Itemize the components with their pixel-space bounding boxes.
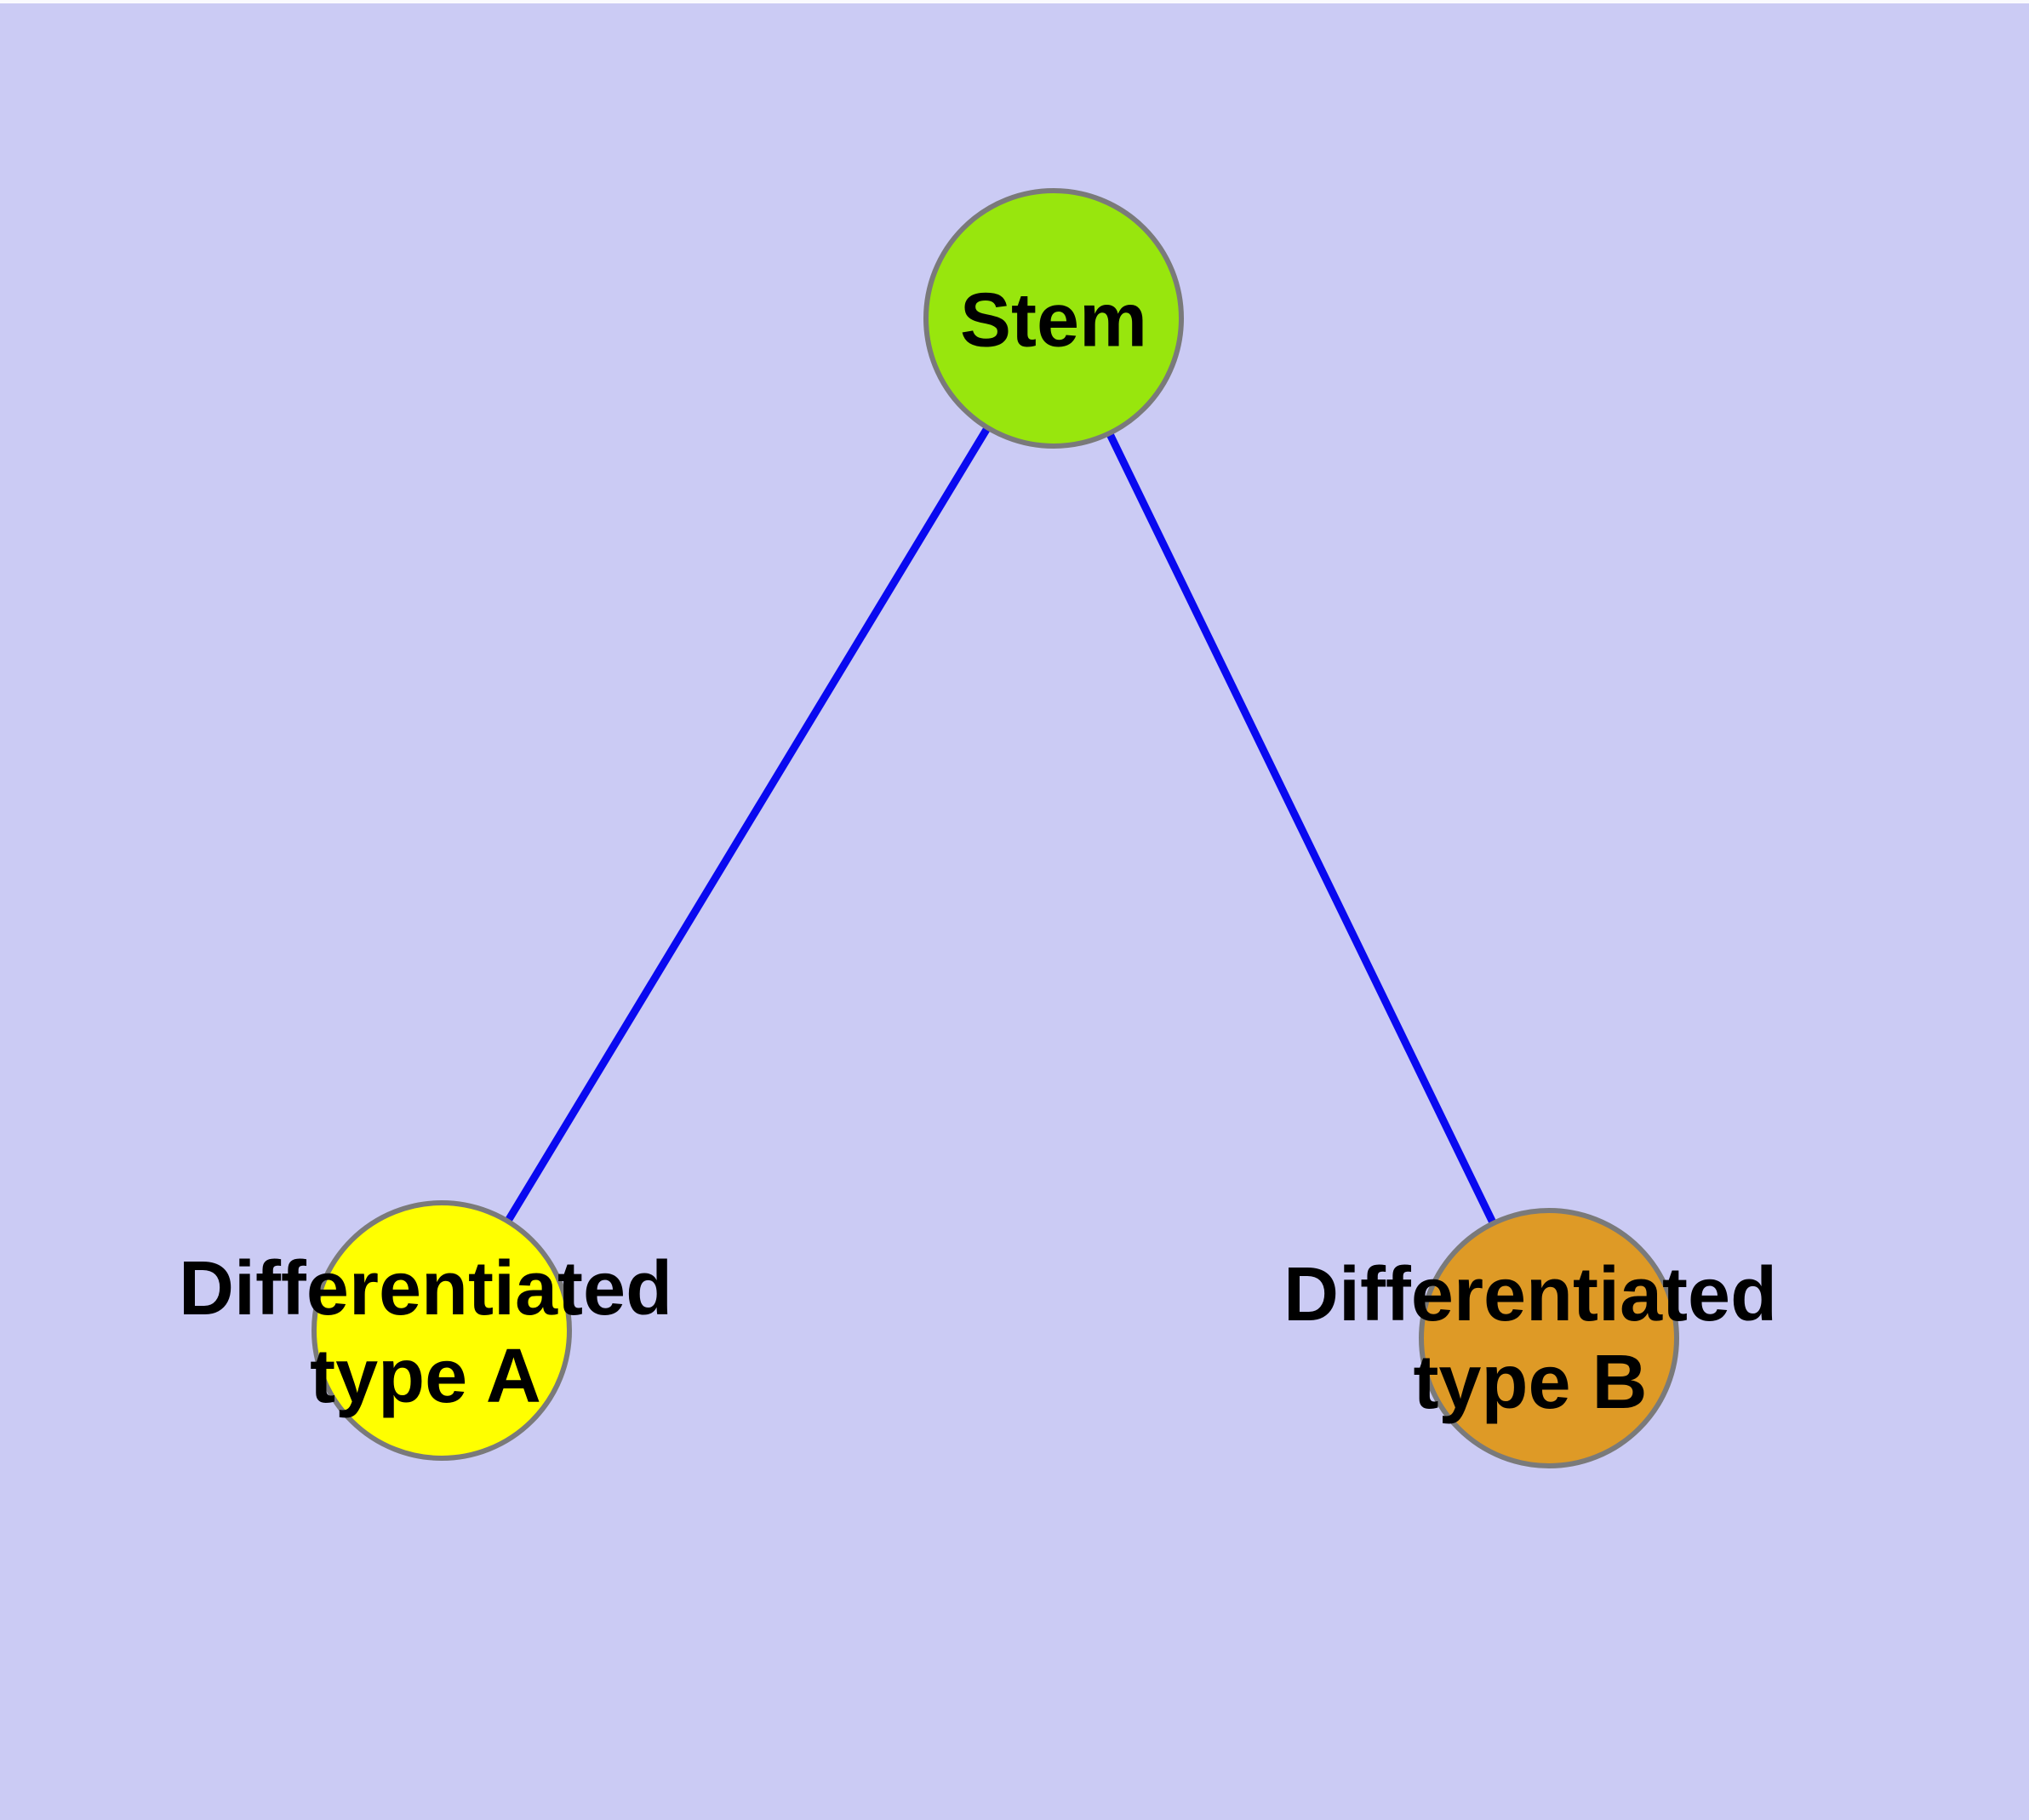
edge-stem-to-type-a	[438, 316, 1057, 1333]
differentiated-type-a-node-circle	[311, 1200, 572, 1461]
differentiated-type-b-node-label: Differentiated type B	[1283, 1252, 1778, 1425]
differentiated-type-b-node-circle	[1419, 1208, 1679, 1468]
stem-node-label: Stem	[959, 278, 1148, 363]
differentiated-type-a-node-label: Differentiated type A	[178, 1246, 673, 1419]
stem-node-circle	[923, 188, 1184, 449]
top-border-strip	[0, 0, 2029, 3]
edge-stem-to-type-b	[1049, 317, 1553, 1340]
